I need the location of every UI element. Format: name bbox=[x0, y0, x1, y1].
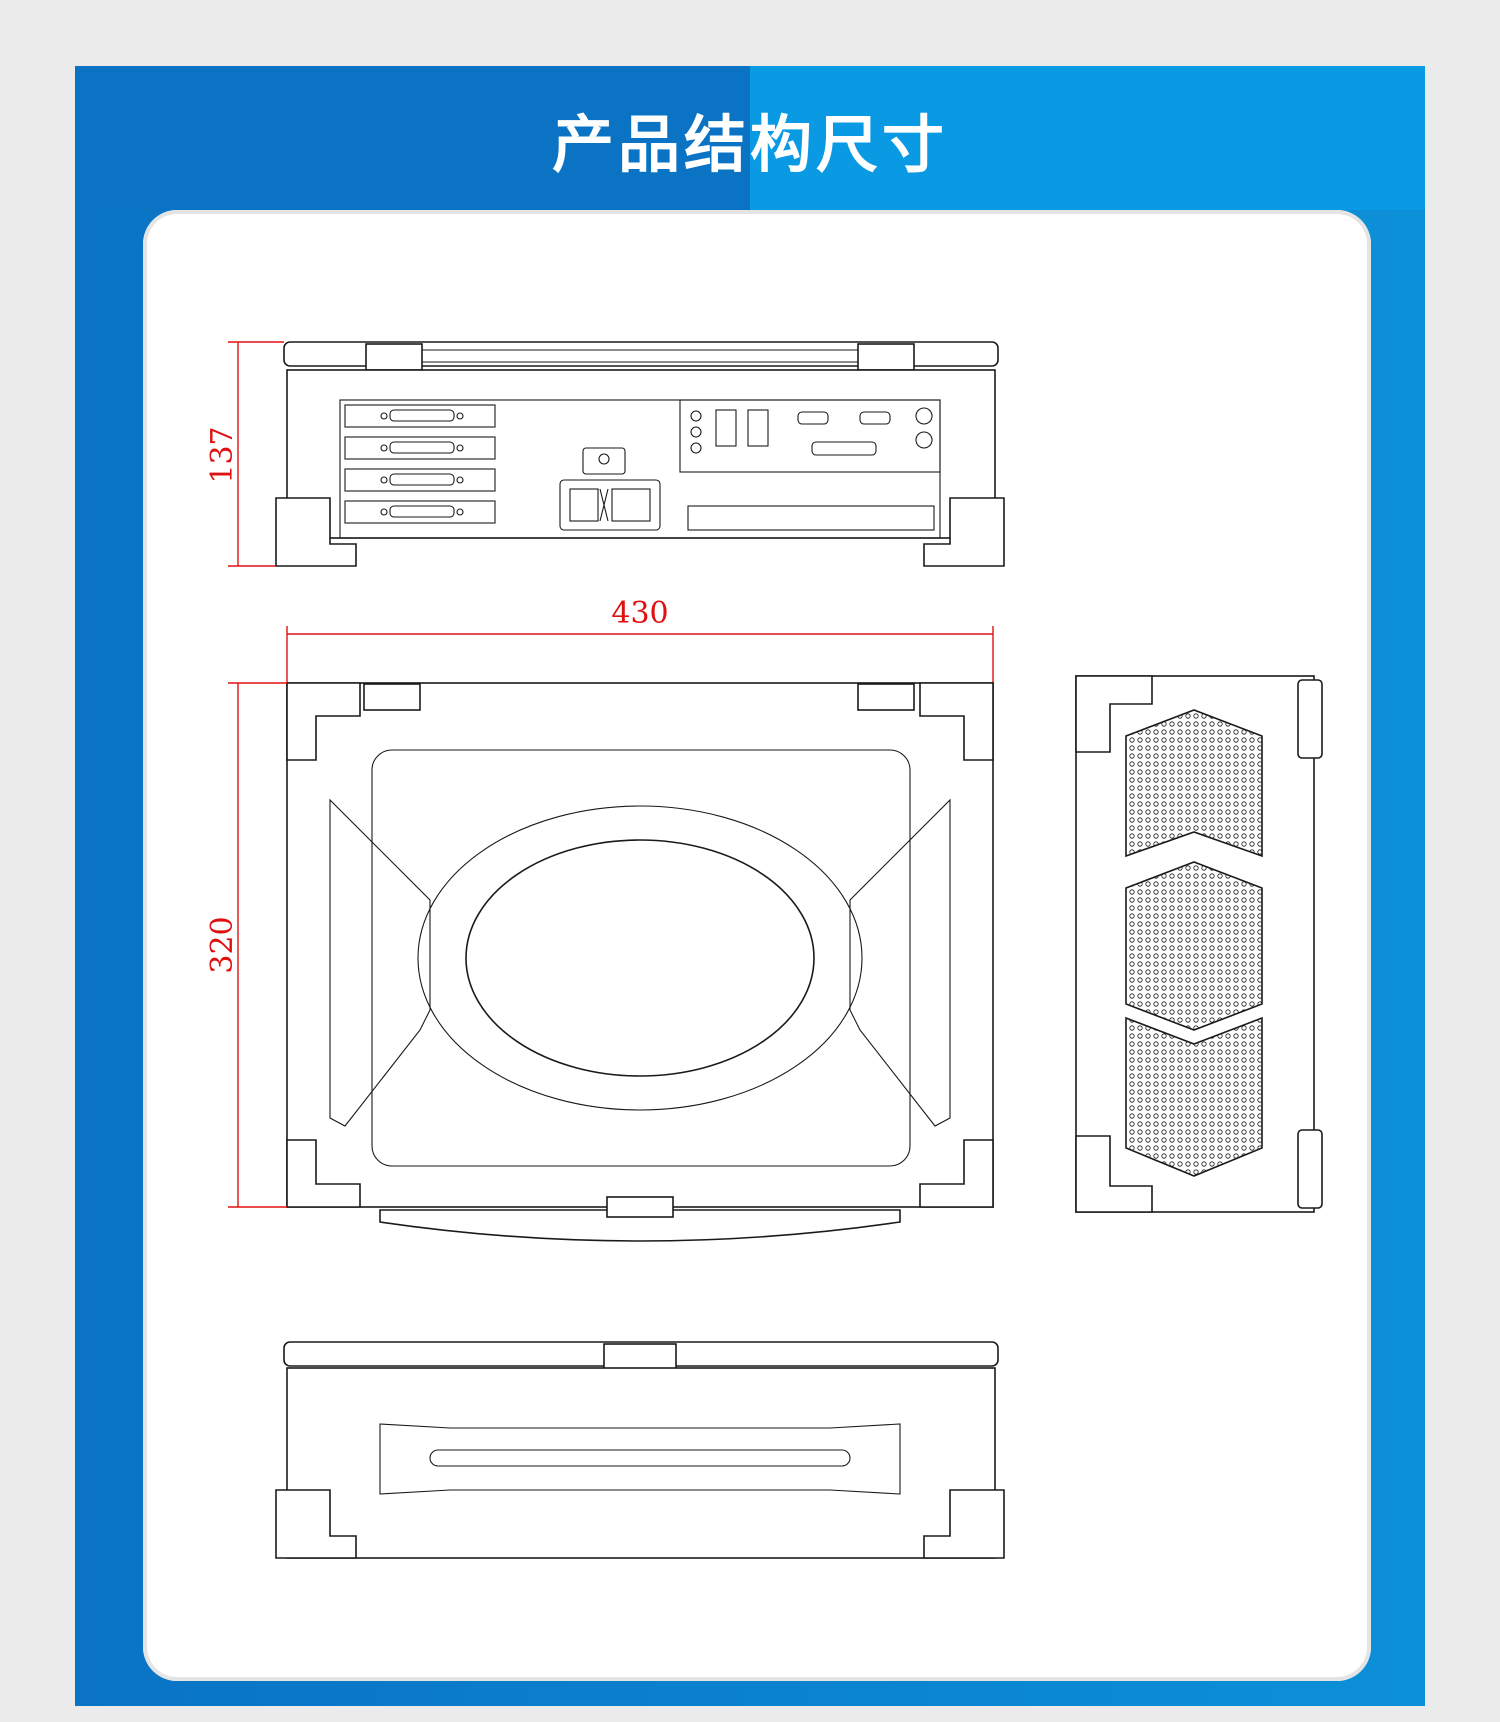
slot-2 bbox=[344, 436, 496, 460]
front-handle-bracket-right bbox=[857, 343, 915, 371]
rear-foot-left bbox=[275, 1489, 357, 1559]
side-corner-bottom bbox=[1075, 1135, 1153, 1213]
rear-view bbox=[275, 1341, 1005, 1559]
rear-foot-right bbox=[923, 1489, 1005, 1559]
top-handle bbox=[379, 1209, 901, 1242]
parallel-port bbox=[811, 441, 877, 456]
serial-port-2 bbox=[859, 411, 891, 425]
front-body bbox=[286, 369, 996, 539]
io-block bbox=[679, 399, 941, 473]
slot-1 bbox=[344, 404, 496, 428]
expansion-slots bbox=[344, 404, 496, 524]
top-lid-window bbox=[465, 839, 815, 1077]
front-handle-bracket-left bbox=[365, 343, 423, 371]
vent-panel-1 bbox=[1125, 709, 1263, 858]
serial-port-1 bbox=[797, 411, 829, 425]
front-view: 137 bbox=[205, 341, 1005, 567]
width-dimension-label: 430 bbox=[611, 596, 668, 631]
page-title: 产品结构尺寸 bbox=[551, 108, 948, 181]
depth-dimension-label: 320 bbox=[205, 916, 240, 973]
vent-panel-3 bbox=[1125, 1016, 1263, 1177]
top-view: 430 320 bbox=[205, 596, 994, 1242]
top-corner-tr bbox=[919, 682, 994, 761]
top-corner-tl bbox=[286, 682, 361, 761]
power-socket bbox=[559, 447, 661, 531]
height-dimension-label: 137 bbox=[205, 426, 240, 483]
top-corner-br bbox=[919, 1139, 994, 1208]
top-body bbox=[286, 682, 994, 1208]
front-top-rail bbox=[283, 341, 999, 367]
rear-body bbox=[286, 1367, 996, 1559]
side-view bbox=[1075, 675, 1323, 1213]
top-corner-bl bbox=[286, 1139, 361, 1208]
ethernet-port-2 bbox=[747, 409, 769, 447]
vent-panel-2 bbox=[1125, 861, 1263, 1031]
slot-3 bbox=[344, 468, 496, 492]
top-lid-frame bbox=[371, 749, 911, 1167]
rear-handle bbox=[379, 1423, 901, 1495]
io-ports bbox=[690, 407, 933, 456]
slot-4 bbox=[344, 500, 496, 524]
front-foot-right bbox=[923, 497, 1005, 567]
drive-bay bbox=[687, 505, 935, 531]
side-corner-top bbox=[1075, 675, 1153, 753]
ethernet-port-1 bbox=[715, 409, 737, 447]
